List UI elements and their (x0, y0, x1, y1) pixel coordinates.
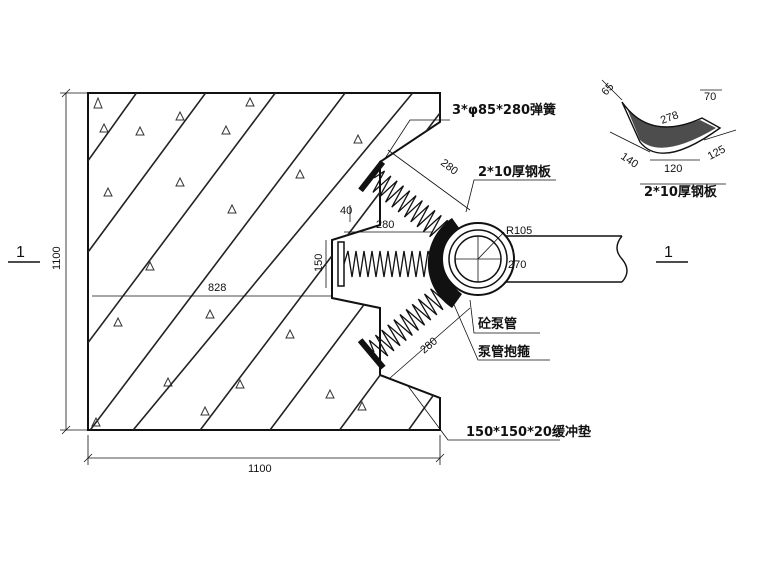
pump-pipe (441, 222, 628, 296)
label-pipe-clamp: 泵管抱箍 (478, 344, 530, 360)
dim-spring-bottom: 280 (418, 335, 440, 356)
detail-dim-70: 70 (704, 91, 716, 103)
label-buffer-pad: 150*150*20缓冲垫 (466, 424, 591, 440)
dim-height: 1100 (51, 246, 63, 270)
section-mark-left: 1 (16, 244, 25, 261)
spring-bottom (357, 283, 450, 370)
label-spring: 3*φ85*280弹簧 (452, 102, 556, 118)
detail-dim-140: 140 (618, 151, 640, 171)
dim-828: 828 (208, 282, 226, 294)
dim-spring-mid: 280 (376, 219, 394, 231)
dim-270: 270 (508, 259, 526, 271)
concrete-wall (87, 92, 441, 431)
label-steel-plate: 2*10厚钢板 (478, 164, 552, 180)
section-mark-right: 1 (664, 244, 673, 261)
dimension-lines (8, 88, 688, 465)
dim-r105: R105 (506, 225, 532, 237)
spring-middle (337, 241, 433, 287)
spring-top (358, 160, 455, 243)
detail-title: 2*10厚钢板 (644, 184, 718, 200)
detail-dim-125: 125 (706, 143, 728, 162)
dim-40: 40 (340, 205, 352, 217)
dim-spring-top: 280 (438, 157, 460, 178)
detail-dim-120: 120 (664, 163, 682, 175)
aggregate-marks (91, 96, 367, 427)
steel-plate-detail (601, 79, 737, 185)
dim-150: 150 (313, 254, 325, 272)
detail-dim-65: 65 (599, 81, 616, 98)
dim-width: 1100 (248, 463, 272, 475)
label-pump-pipe: 砼泵管 (478, 316, 517, 332)
detail-dim-278: 278 (659, 109, 680, 127)
